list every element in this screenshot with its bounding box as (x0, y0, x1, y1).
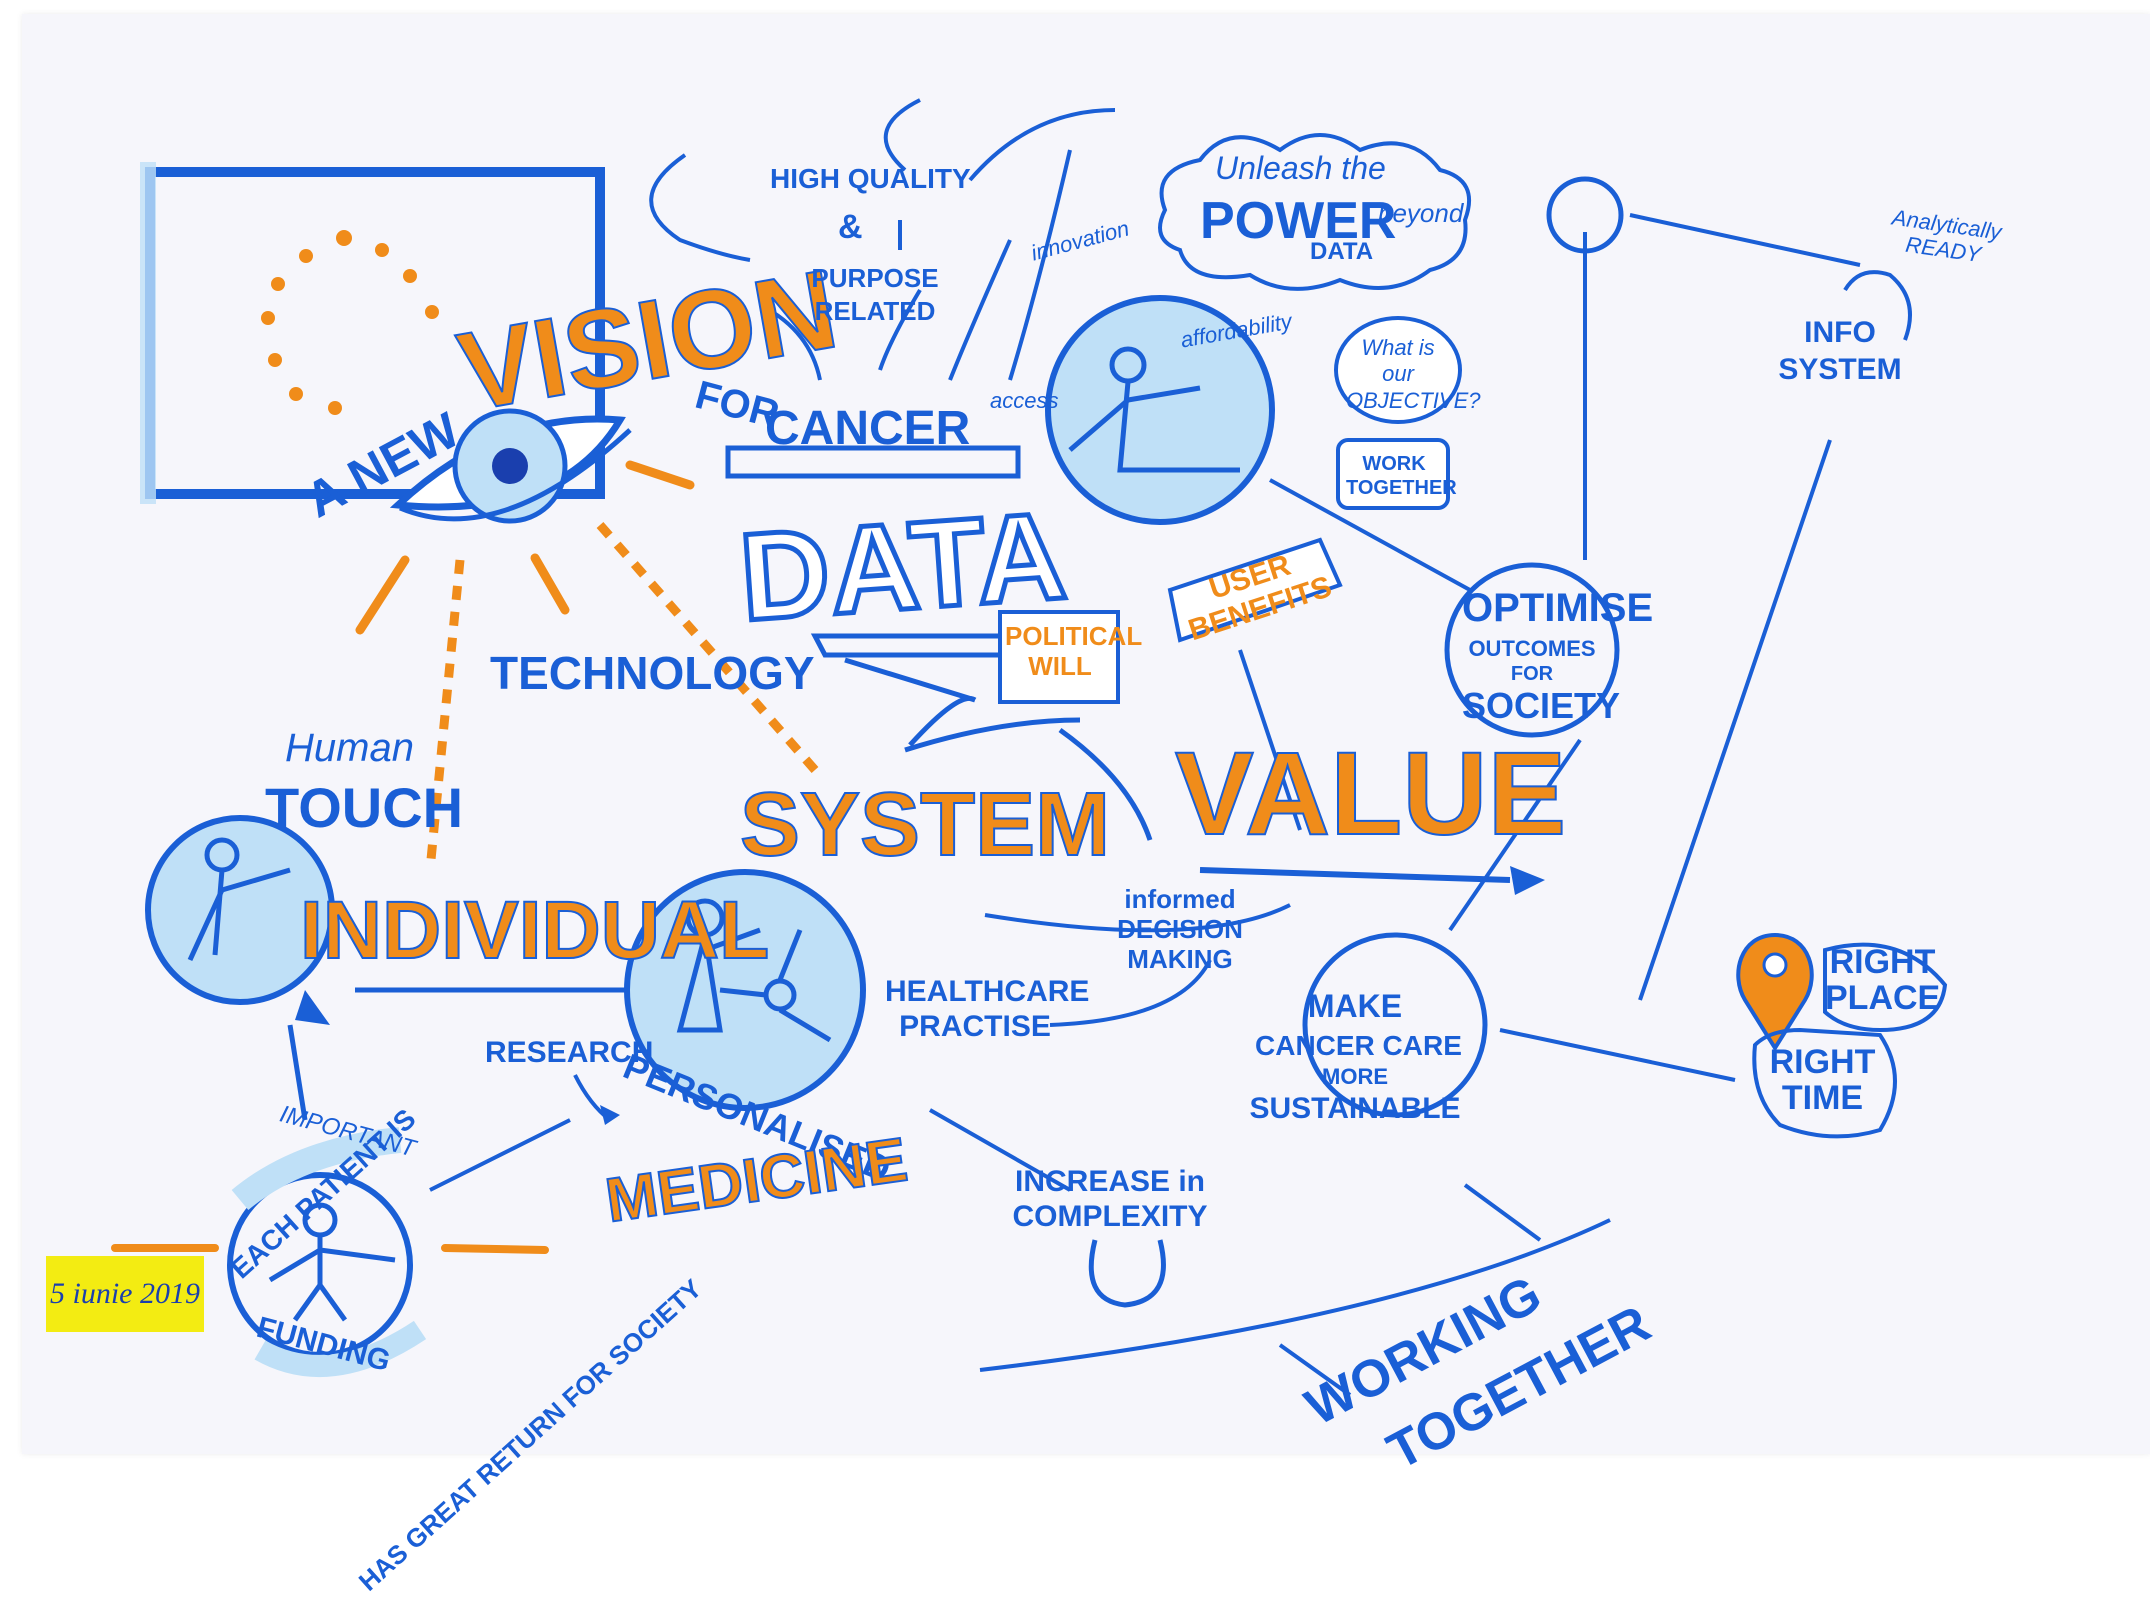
eye-icon (389, 408, 632, 524)
research-label: RESEARCH (485, 1036, 654, 1069)
cloud-unleash: Unleash the (1215, 150, 1386, 186)
value-heading: VALUE (1174, 728, 1567, 860)
top-circle (1546, 176, 1624, 254)
right-place-bubble (1823, 942, 1948, 1033)
title-cancer: CANCER (765, 402, 971, 455)
objective-label: What is our OBJECTIVE? (1346, 335, 1481, 413)
cloud-shape (1158, 133, 1471, 291)
info-system-label: SYSTEM (1778, 353, 1902, 386)
sustainable-label: SUSTAINABLE (1249, 1092, 1461, 1125)
data-person-circle (1045, 295, 1275, 525)
make-label: MAKE (1307, 988, 1403, 1024)
society-label: SOCIETY (1462, 685, 1621, 726)
cancer-care-label: CANCER CARE (1255, 1030, 1462, 1061)
sketch-drawing (111, 98, 1948, 1397)
informed-decision-label: informed DECISION MAKING (1117, 884, 1243, 974)
date-sticky-note: 5 iunie 2019 (46, 1256, 204, 1332)
person-icon (1068, 346, 1240, 473)
cloud-data: DATA (1310, 238, 1374, 265)
data-heading: DATA (733, 484, 1073, 649)
right-place-label: RIGHT PLACE (1825, 943, 1941, 1017)
touch-label: TOUCH (265, 776, 464, 839)
personalised-circle (624, 869, 866, 1111)
sustainable-circle (1302, 932, 1488, 1118)
work-together-box (1336, 438, 1450, 510)
location-pin-icon (1736, 932, 1814, 1052)
date-label: 5 iunie 2019 (50, 1277, 200, 1310)
more-label: MORE (1322, 1064, 1388, 1089)
info-label: INFO (1804, 316, 1876, 349)
political-will-sign (998, 610, 1120, 704)
cloud-power: POWER (1200, 192, 1397, 250)
human-label: Human (285, 726, 414, 770)
purpose-related-label: PURPOSE RELATED (811, 263, 939, 326)
optimise-for-label: FOR (1510, 663, 1554, 685)
objective-bubble (1334, 316, 1462, 424)
cloud-beyond: beyond (1378, 198, 1464, 228)
patient-icon (268, 1202, 396, 1322)
right-time-label: RIGHT TIME (1769, 1043, 1876, 1117)
eu-stars-icon (261, 230, 439, 415)
user-benefits-sign (1167, 537, 1343, 643)
access-label: access (990, 388, 1059, 413)
system-heading: SYSTEM (739, 775, 1111, 875)
doctor-icon (676, 898, 832, 1043)
optimise-circle (1444, 562, 1620, 738)
individual-heading: INDIVIDUAL (299, 885, 770, 976)
graphic-recording-board: A NEW VISION FOR CANCER DATA TECHNOLOGY … (46, 98, 2004, 1597)
high-quality-label: HIGH QUALITY (770, 163, 971, 194)
optimise-label: OPTIMISE (1462, 586, 1654, 630)
outcomes-label: OUTCOMES (1468, 636, 1596, 661)
healthcare-practise-label: HEALTHCARE PRACTISE (885, 975, 1090, 1043)
individual-person-icon (187, 837, 291, 962)
political-will-label: POLITICAL WILL (1005, 621, 1143, 681)
technology-label: TECHNOLOGY (490, 647, 815, 699)
work-together-label: WORK TOGETHER (1346, 453, 1457, 499)
complexity-label: INCREASE in COMPLEXITY (1012, 1165, 1208, 1233)
and-label: & (838, 208, 863, 246)
right-time-bubble (1752, 1027, 1897, 1139)
